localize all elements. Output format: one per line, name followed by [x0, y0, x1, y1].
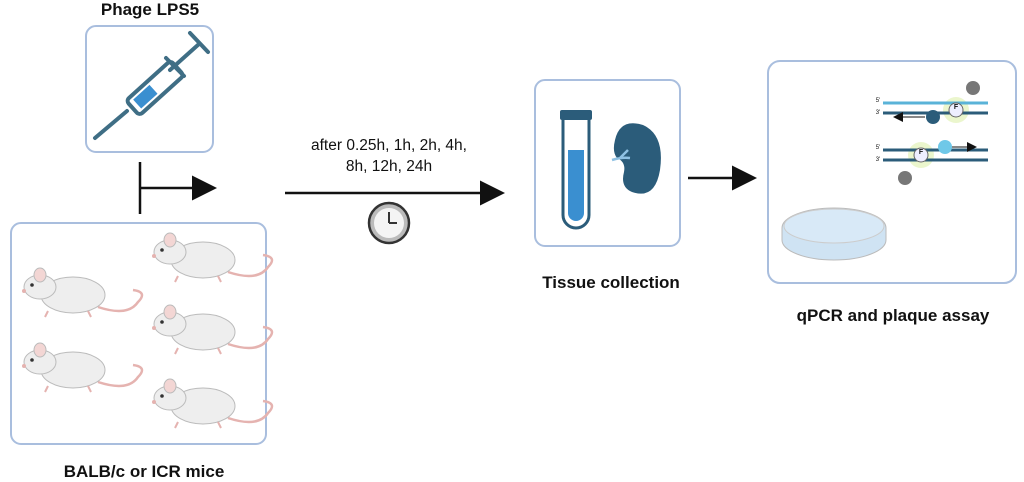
clock-icon: [367, 201, 411, 245]
three-prime-label: 3': [875, 157, 881, 163]
petri-dish-icon: [781, 207, 887, 261]
qpcr-icon: [883, 81, 988, 185]
phage-label: Phage LPS5: [100, 0, 200, 19]
timepoints-line-2: 8h, 12h, 24h: [345, 158, 433, 175]
assay-label: qPCR and plaque assay: [796, 306, 990, 325]
five-prime-label: 5': [875, 98, 881, 104]
three-prime-label: 3': [875, 110, 881, 116]
test-tube-icon: [560, 110, 592, 230]
kidney-icon: [611, 123, 661, 194]
timepoints-line-1: after 0.25h, 1h, 2h, 4h,: [311, 137, 467, 154]
five-prime-label: 5': [875, 145, 881, 151]
syringe-icon: [93, 31, 210, 140]
fluor-label: F: [953, 104, 959, 111]
mice-label: BALB/c or ICR mice: [63, 462, 225, 481]
fluor-label: F: [918, 149, 924, 156]
tissue-label: Tissue collection: [542, 273, 680, 292]
